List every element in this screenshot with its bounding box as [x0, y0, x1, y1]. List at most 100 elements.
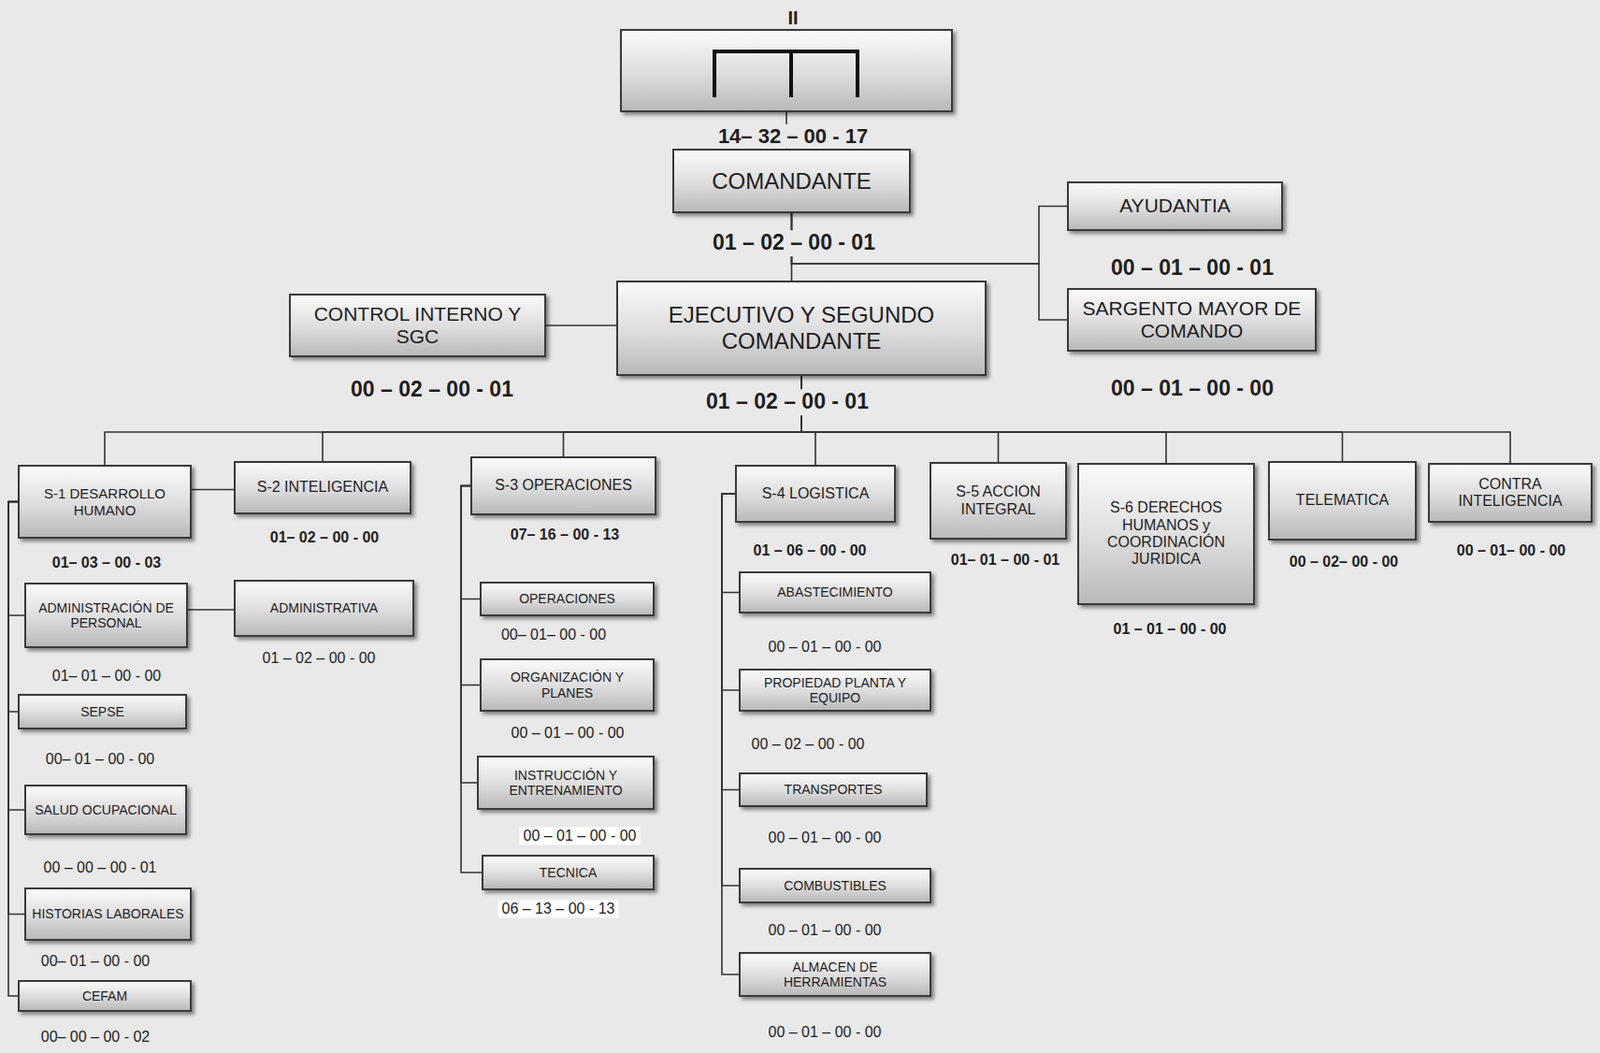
- unit-name: S-3 OPERACIONES: [494, 476, 633, 494]
- unit-name: ALMACEN DE HERRAMIENTAS: [745, 959, 925, 990]
- org-box: SARGENTO MAYOR DE COMANDO00 – 01 – 00 - …: [1066, 288, 1317, 352]
- connector-line: [721, 493, 739, 886]
- unit-name: S-2 INTELIGENCIA: [257, 478, 389, 496]
- staff-count: 01 – 02 – 00 - 01: [708, 230, 880, 257]
- connector-line: [191, 489, 234, 491]
- connector-line: [721, 493, 739, 975]
- connector-line: [461, 486, 477, 784]
- staff-count: 00 – 01 – 00 - 00: [764, 1023, 886, 1041]
- unit-name: ORGANIZACIÓN Y PLANES: [486, 669, 649, 700]
- connector-line: [721, 493, 739, 791]
- staff-count: 01– 03 – 00 - 03: [48, 553, 166, 572]
- org-box: S-5 ACCION INTEGRAL01– 01 – 00 - 01: [929, 461, 1067, 540]
- org-box: S-4 LOGISTICA01 – 06 – 00 - 00: [735, 464, 896, 523]
- org-box: AYUDANTIA00 – 01 – 00 - 01: [1066, 181, 1283, 231]
- org-box: S-1 DESARROLLO HUMANO01– 03 – 00 - 03: [17, 464, 192, 539]
- staff-count: 00 – 01 – 00 - 00: [764, 637, 886, 656]
- org-box: S-3 OPERACIONES07– 16 – 00 - 13: [470, 456, 657, 516]
- staff-count: 00 – 02– 00 - 00: [1285, 552, 1403, 571]
- org-box: CONTRA INTELIGENCIA00 – 01– 00 - 00: [1427, 462, 1593, 523]
- staff-count: 01 – 02 – 00 - 00: [259, 648, 380, 667]
- staff-count: 00 – 01– 00 - 00: [1453, 541, 1571, 560]
- staff-count: 01– 01 – 00 - 01: [947, 550, 1065, 569]
- staff-count: 00 – 01 – 00 - 00: [507, 723, 629, 742]
- connector-line: [461, 486, 480, 686]
- org-box: COMANDANTE01 – 02 – 00 - 01: [672, 148, 911, 214]
- unit-name: ADMINISTRATIVA: [270, 600, 378, 616]
- staff-count: 00 – 01 – 00 - 00: [519, 826, 641, 845]
- unit-name: COMANDANTE: [711, 168, 872, 195]
- unit-echelon: II: [787, 8, 798, 28]
- staff-count: 01 – 02 – 00 - 01: [702, 389, 873, 416]
- staff-count: 00– 01 – 00 - 00: [37, 951, 155, 970]
- unit-name: CONTROL INTERNO Y SGC: [295, 302, 540, 348]
- unit-name: S-6 DERECHOS HUMANOS y COORDINACIÓN JURI…: [1083, 499, 1249, 569]
- org-box: ORGANIZACIÓN Y PLANES00 – 01 – 00 - 00: [479, 658, 655, 712]
- unit-name: ADMINISTRACIÓN DE PERSONAL: [30, 600, 182, 631]
- connector-line: [721, 493, 739, 691]
- connector-line: [187, 608, 234, 611]
- connector-line: [801, 375, 1343, 462]
- staff-count: 00 – 01 – 00 - 00: [1107, 375, 1278, 403]
- unit-name: TELEMATICA: [1296, 491, 1389, 509]
- connector-line: [8, 502, 18, 713]
- unit-name: SARGENTO MAYOR DE COMANDO: [1073, 297, 1311, 343]
- unit-name: S-5 ACCION INTEGRAL: [936, 483, 1061, 519]
- staff-count: 00 – 01 – 00 - 00: [764, 921, 886, 939]
- org-box: SALUD OCUPACIONAL00 – 00 – 00 - 01: [24, 784, 188, 836]
- staff-count: 07– 16 – 00 - 13: [506, 525, 624, 544]
- org-box: HISTORIAS LABORALES00– 01 – 00 - 00: [24, 887, 192, 941]
- org-box: COMBUSTIBLES00 – 01 – 00 - 00: [738, 867, 932, 904]
- unit-name: SALUD OCUPACIONAL: [34, 802, 176, 818]
- staff-count: 01 – 06 – 00 - 00: [749, 541, 871, 560]
- org-box: OPERACIONES00– 01– 00 - 00: [479, 581, 655, 617]
- unit-name: S-1 DESARROLLO HUMANO: [24, 485, 186, 519]
- org-box: CONTROL INTERNO Y SGC00 – 02 – 00 - 01: [288, 293, 547, 358]
- connector-line: [104, 375, 802, 465]
- unit-name: EJECUTIVO Y SEGUNDO COMANDANTE: [622, 302, 981, 354]
- connector-line: [8, 502, 18, 997]
- staff-count: 00 – 01 – 00 - 00: [764, 828, 886, 847]
- unit-name: S-4 LOGISTICA: [762, 485, 870, 503]
- org-box: TELEMATICA00 – 02– 00 - 00: [1268, 461, 1417, 541]
- staff-count: 00 – 00 – 00 - 01: [40, 858, 161, 877]
- org-box: ADMINISTRACIÓN DE PERSONAL01– 01 – 00 - …: [24, 582, 188, 649]
- connector-line: [563, 375, 803, 457]
- connector-line: [801, 375, 1511, 463]
- org-box: CEFAM00– 00 – 00 - 02: [17, 980, 192, 1012]
- unit-name: PROPIEDAD PLANTA Y EQUIPO: [745, 675, 925, 706]
- org-box: TRANSPORTES00 – 01 – 00 - 00: [738, 772, 928, 808]
- staff-count: 01 – 01 – 00 - 00: [1109, 619, 1231, 638]
- staff-count: 14– 32 – 00 - 17: [714, 124, 872, 149]
- org-box: PROPIEDAD PLANTA Y EQUIPO00 – 02 – 00 - …: [738, 668, 932, 712]
- unit-name: CONTRA INTELIGENCIA: [1434, 475, 1586, 511]
- staff-count: 00 – 01 – 00 - 01: [1107, 255, 1278, 282]
- unit-name: CEFAM: [82, 988, 128, 1004]
- unit-name: ABASTECIMIENTO: [777, 584, 893, 600]
- staff-count: 01– 02 – 00 - 00: [266, 528, 384, 547]
- org-box: SEPSE00– 01 – 00 - 00: [17, 693, 188, 730]
- connector-line: [546, 324, 617, 327]
- staff-count: 00– 00 – 00 - 02: [37, 1027, 155, 1046]
- unit-name: OPERACIONES: [518, 590, 616, 606]
- unit-name: HISTORIAS LABORALES: [31, 906, 184, 922]
- unit-name: TECNICA: [539, 864, 597, 880]
- connector-line: [8, 502, 25, 811]
- unit-name: INSTRUCCIÓN Y ENTRENAMIENTO: [483, 767, 649, 798]
- org-box: S-6 DERECHOS HUMANOS y COORDINACIÓN JURI…: [1077, 462, 1255, 606]
- org-box: ABASTECIMIENTO00 – 01 – 00 - 00: [738, 571, 932, 614]
- unit-name: TRANSPORTES: [784, 781, 883, 797]
- staff-count: 06 – 13 – 00 - 13: [498, 899, 620, 918]
- org-box: S-2 INTELIGENCIA01– 02 – 00 - 00: [233, 461, 412, 515]
- unit-name: AYUDANTIA: [1119, 194, 1231, 217]
- org-box: EJECUTIVO Y SEGUNDO COMANDANTE01 – 02 – …: [616, 280, 987, 376]
- org-box: ALMACEN DE HERRAMIENTAS00 – 01 – 00 - 00: [738, 951, 932, 997]
- staff-count: 00 – 02 – 00 - 00: [748, 735, 869, 753]
- staff-count: 00– 01– 00 - 00: [497, 625, 610, 644]
- connector-line: [461, 486, 482, 874]
- staff-count: 00 – 02 – 00 - 01: [346, 376, 518, 404]
- unit-name: SEPSE: [80, 704, 125, 720]
- org-box: II14– 32 – 00 - 17: [619, 28, 953, 113]
- org-box: ADMINISTRATIVA01 – 02 – 00 - 00: [233, 579, 415, 637]
